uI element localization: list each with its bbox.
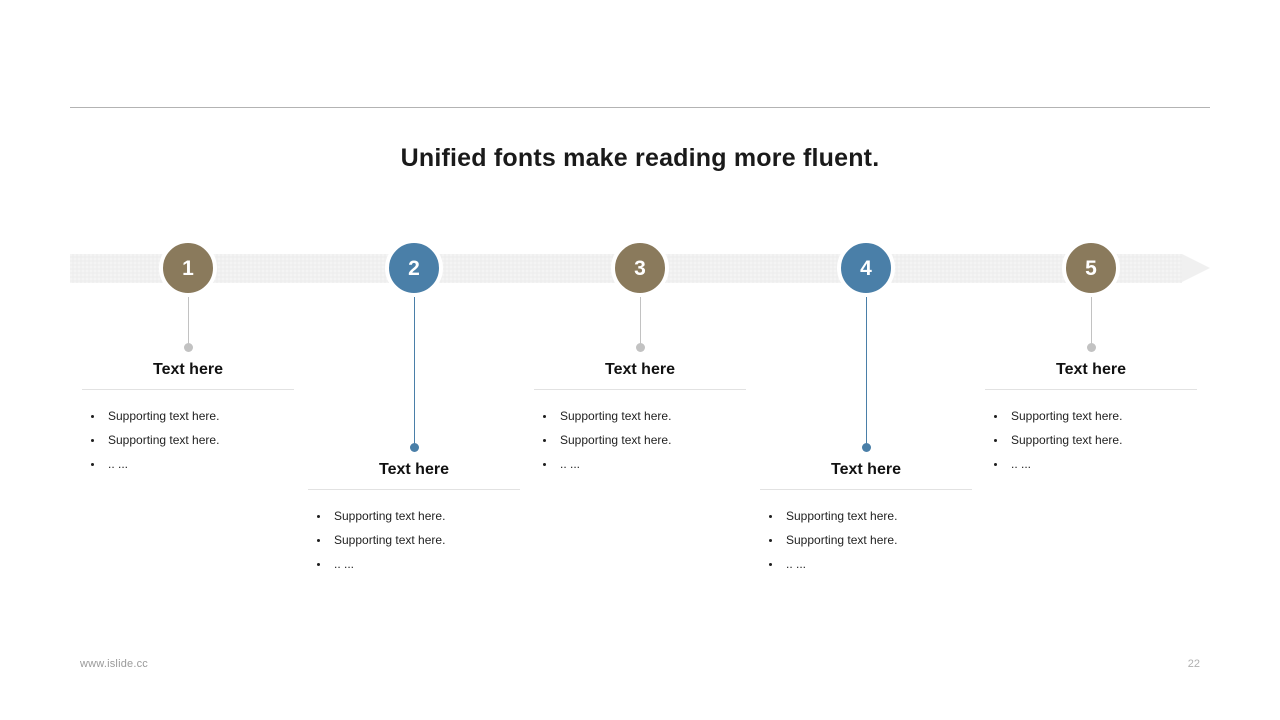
list-item: .. ...: [985, 458, 1197, 471]
step-bullet-list: Supporting text here. Supporting text her…: [760, 510, 972, 571]
bullet-text: .. ...: [108, 457, 129, 471]
step-bullet-list: Supporting text here. Supporting text her…: [534, 410, 746, 471]
bullet-text: .. ...: [560, 457, 581, 471]
list-item: Supporting text here.: [760, 510, 972, 523]
list-item: .. ...: [760, 558, 972, 571]
connector-line: [639, 297, 641, 347]
bullet-dot-icon: [994, 463, 997, 466]
page-number: 22: [1187, 658, 1200, 670]
bullet-dot-icon: [543, 439, 546, 442]
bullet-dot-icon: [769, 515, 772, 518]
bullet-text: Supporting text here.: [1011, 409, 1123, 423]
step-heading-divider: [985, 389, 1197, 390]
timeline-step-number: 4: [860, 256, 872, 280]
bullet-text: Supporting text here.: [334, 533, 446, 547]
step-heading-divider: [82, 389, 294, 390]
list-item: Supporting text here.: [82, 410, 294, 423]
bullet-dot-icon: [91, 439, 94, 442]
footer-url: www.islide.cc: [80, 658, 149, 670]
bullet-dot-icon: [317, 563, 320, 566]
bullet-text: Supporting text here.: [108, 409, 220, 423]
list-item: Supporting text here.: [760, 534, 972, 547]
list-item: Supporting text here.: [82, 434, 294, 447]
step-heading-divider: [308, 489, 520, 490]
step-bullet-list: Supporting text here. Supporting text her…: [308, 510, 520, 571]
connector-dot: [183, 343, 193, 352]
bullet-text: .. ...: [1011, 457, 1032, 471]
list-item: Supporting text here.: [308, 534, 520, 547]
timeline-step-number: 5: [1085, 256, 1097, 280]
list-item: .. ...: [82, 458, 294, 471]
step-heading: Text here: [831, 461, 901, 478]
list-item: .. ...: [534, 458, 746, 471]
list-item: Supporting text here.: [308, 510, 520, 523]
bullet-text: .. ...: [786, 557, 807, 571]
timeline-step-number: 2: [408, 256, 420, 280]
bullet-text: Supporting text here.: [334, 509, 446, 523]
list-item: .. ...: [308, 558, 520, 571]
timeline-step-number: 3: [634, 256, 646, 280]
bullet-dot-icon: [91, 463, 94, 466]
bullet-dot-icon: [994, 415, 997, 418]
step-heading: Text here: [153, 361, 223, 378]
bullet-dot-icon: [317, 539, 320, 542]
bullet-dot-icon: [543, 463, 546, 466]
bullet-dot-icon: [994, 439, 997, 442]
timeline-step-circle-4[interactable]: 4: [837, 239, 895, 297]
page-title: Unified fonts make reading more fluent.: [400, 144, 880, 172]
connector-dot: [861, 443, 871, 452]
connector-line: [865, 297, 867, 447]
header-divider: [70, 107, 1210, 108]
step-heading: Text here: [605, 361, 675, 378]
bullet-text: .. ...: [334, 557, 355, 571]
bullet-dot-icon: [769, 563, 772, 566]
bullet-dot-icon: [317, 515, 320, 518]
bullet-text: Supporting text here.: [108, 433, 220, 447]
timeline-step-circle-1[interactable]: 1: [159, 239, 217, 297]
bullet-dot-icon: [769, 539, 772, 542]
timeline-step-circle-2[interactable]: 2: [385, 239, 443, 297]
connector-dot: [409, 443, 419, 452]
bullet-text: Supporting text here.: [560, 433, 672, 447]
timeline-step-number: 1: [182, 256, 194, 280]
timeline-step-circle-3[interactable]: 3: [611, 239, 669, 297]
bullet-text: Supporting text here.: [786, 533, 898, 547]
bullet-text: Supporting text here.: [786, 509, 898, 523]
bullet-dot-icon: [91, 415, 94, 418]
list-item: Supporting text here.: [985, 434, 1197, 447]
step-heading-divider: [760, 489, 972, 490]
connector-line: [413, 297, 415, 447]
connector-dot: [1086, 343, 1096, 352]
timeline-arrow-icon: [1182, 254, 1210, 282]
step-heading: Text here: [379, 461, 449, 478]
timeline-step-circle-5[interactable]: 5: [1062, 239, 1120, 297]
connector-line: [1090, 297, 1092, 347]
list-item: Supporting text here.: [534, 410, 746, 423]
step-bullet-list: Supporting text here. Supporting text her…: [82, 410, 294, 471]
list-item: Supporting text here.: [534, 434, 746, 447]
connector-dot: [635, 343, 645, 352]
bullet-dot-icon: [543, 415, 546, 418]
step-bullet-list: Supporting text here. Supporting text her…: [985, 410, 1197, 471]
step-heading-divider: [534, 389, 746, 390]
bullet-text: Supporting text here.: [1011, 433, 1123, 447]
step-heading: Text here: [1056, 361, 1126, 378]
list-item: Supporting text here.: [985, 410, 1197, 423]
connector-line: [187, 297, 189, 347]
bullet-text: Supporting text here.: [560, 409, 672, 423]
